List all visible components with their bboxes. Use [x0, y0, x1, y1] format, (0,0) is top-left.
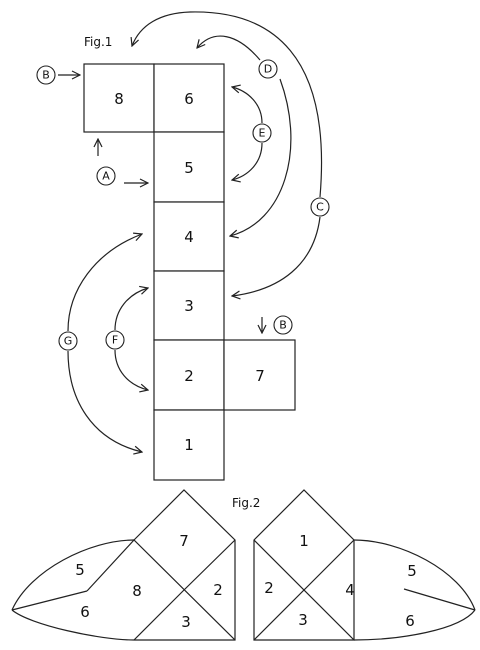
arrow-g-to-1 — [67, 350, 142, 452]
fig1-cell-3: 3 — [153, 270, 225, 341]
fig2-left-7: 7 — [179, 532, 189, 550]
fig2-left-5: 5 — [75, 561, 85, 579]
arrow-d-to-top — [197, 35, 261, 61]
fig2-left-shape: 7 5 8 2 6 3 — [11, 489, 236, 641]
fig1-cell-6-label: 6 — [184, 90, 194, 108]
fig1-cell-8: 8 — [83, 63, 155, 133]
label-b-right: B — [273, 315, 293, 335]
label-b-top: B — [36, 65, 56, 85]
fig1-cell-4-label: 4 — [184, 228, 194, 246]
fig1-cell-2: 2 — [153, 339, 225, 411]
fig1-cell-6: 6 — [153, 63, 225, 133]
label-a: A — [96, 166, 116, 186]
fig1-cell-4: 4 — [153, 201, 225, 272]
fig2-left-3: 3 — [181, 613, 191, 631]
fig2-right-2: 2 — [264, 579, 274, 597]
fig1-cell-1: 1 — [153, 409, 225, 481]
fig1-cell-2-label: 2 — [184, 367, 194, 385]
fig1-cell-7-label: 7 — [255, 367, 265, 385]
label-c-text: C — [316, 201, 324, 214]
fig1-title: Fig.1 — [84, 35, 112, 49]
label-d-text: D — [264, 63, 272, 76]
label-f: F — [105, 330, 125, 350]
fig2-right-5: 5 — [407, 562, 417, 580]
arrow-e-to-5 — [232, 142, 263, 180]
fig2: Fig.2 7 5 8 2 6 3 1 2 4 5 — [11, 489, 476, 641]
label-f-text: F — [112, 334, 118, 347]
arrow-f-to-2 — [114, 349, 148, 390]
label-d: D — [258, 59, 278, 79]
fig1-cell-5-label: 5 — [184, 159, 194, 177]
label-c: C — [310, 197, 330, 217]
fig2-right-1: 1 — [299, 532, 309, 550]
fig1: Fig.1 8 6 5 4 3 2 7 — [36, 11, 330, 481]
fig1-cell-1-label: 1 — [184, 436, 194, 454]
arrow-g-to-4 — [67, 234, 142, 332]
fig1-cell-3-label: 3 — [184, 297, 194, 315]
fig2-title: Fig.2 — [232, 496, 260, 510]
label-g-text: G — [64, 335, 73, 348]
fig1-cell-5: 5 — [153, 131, 225, 203]
fig2-right-shape: 1 2 4 5 3 6 — [253, 489, 476, 641]
arrow-e-to-6 — [232, 87, 263, 124]
arrow-c-to-3 — [232, 216, 321, 296]
label-a-text: A — [102, 170, 110, 183]
fig2-right-3: 3 — [298, 611, 308, 629]
arrow-d-to-4 — [230, 78, 292, 236]
label-g: G — [58, 331, 78, 351]
label-b-right-text: B — [279, 319, 287, 332]
label-e-text: E — [259, 127, 266, 140]
label-b-top-text: B — [42, 69, 50, 82]
fig2-right-6: 6 — [405, 612, 415, 630]
fig2-left-2: 2 — [213, 581, 223, 599]
fig2-left-6: 6 — [80, 603, 90, 621]
label-e: E — [252, 123, 272, 143]
fig1-cell-8-label: 8 — [114, 90, 124, 108]
fig1-cell-7: 7 — [223, 339, 296, 411]
arrow-c-to-top — [132, 11, 323, 198]
fig2-left-8: 8 — [132, 582, 142, 600]
fig2-right-4: 4 — [345, 581, 355, 599]
arrow-f-to-3 — [114, 288, 148, 331]
